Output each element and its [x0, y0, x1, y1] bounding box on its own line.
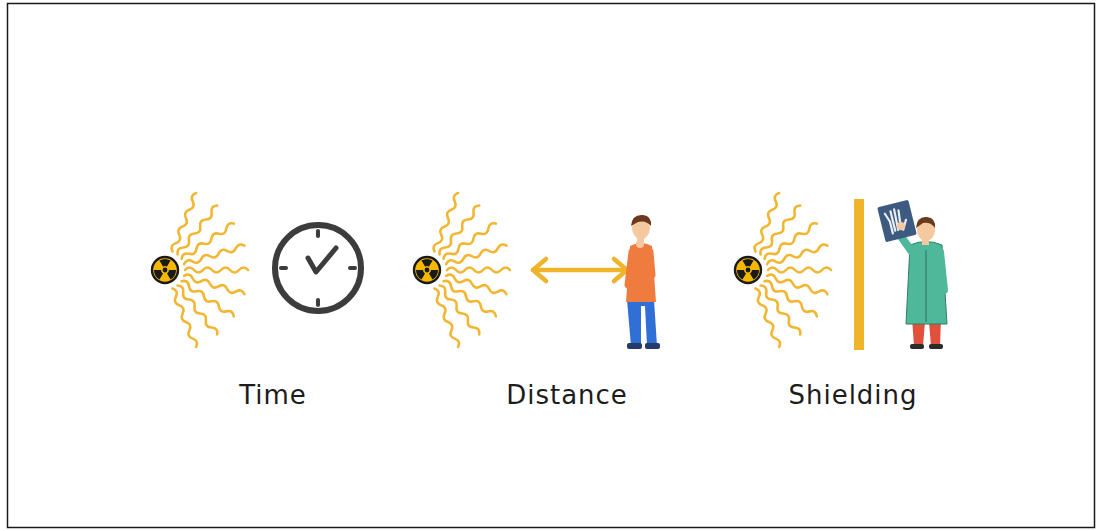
radiation-source: [152, 192, 248, 348]
clock-ticks: [281, 231, 355, 305]
xray-hand: [884, 207, 908, 234]
person-shoe: [645, 343, 660, 349]
person-figure: [626, 215, 660, 349]
coat-seam: [925, 250, 926, 322]
frame: [8, 4, 1095, 528]
person-legs: [627, 300, 657, 346]
concept-label: Shielding: [788, 380, 917, 410]
doctor-figure: [877, 200, 947, 349]
radiation-source: [735, 192, 831, 348]
doctor-hair: [916, 217, 935, 228]
shield-bar: [854, 199, 864, 350]
doctor-hand: [897, 222, 905, 230]
radiation-source: [414, 192, 510, 348]
double-arrow: [533, 259, 627, 281]
doctor-shoe: [929, 344, 943, 349]
person-hair: [631, 215, 651, 226]
clock-face: [275, 225, 361, 311]
person-shirt: [626, 243, 656, 302]
concept-label: Distance: [506, 380, 628, 410]
person-shoe: [627, 343, 642, 349]
clock-icon: [275, 225, 361, 311]
person-arm: [628, 252, 636, 287]
clock-hands: [308, 248, 336, 272]
xray-film: [877, 200, 917, 243]
person-arm: [640, 245, 652, 275]
concept-label: Time: [239, 380, 307, 410]
doctor-shoe: [910, 344, 924, 349]
doctor-arm: [940, 252, 944, 290]
